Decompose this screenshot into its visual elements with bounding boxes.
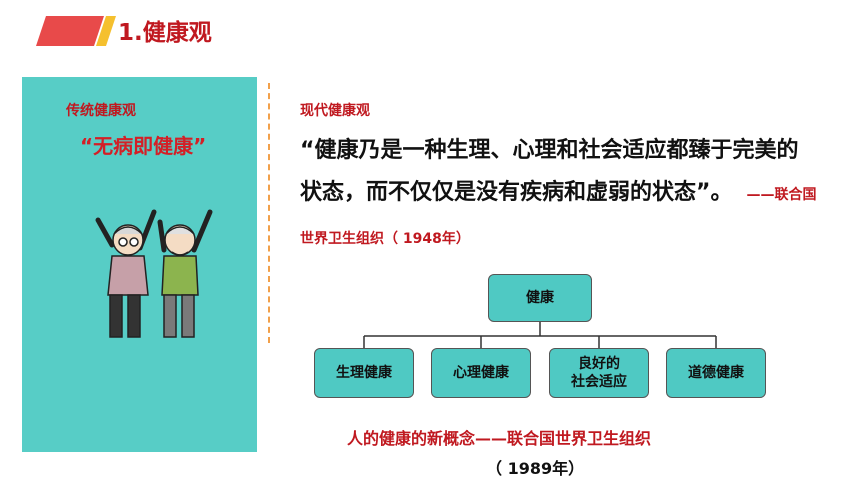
modern-quote: “健康乃是一种生理、心理和社会适应都臻于完美的状态，而不仅仅是没有疾病和虚弱的状… bbox=[300, 130, 820, 260]
modern-source: ——联合国世界卫生组织（ 1948年） bbox=[300, 187, 817, 247]
title-decoration-icon bbox=[36, 16, 116, 46]
tree-node-physical: 生理健康 bbox=[314, 348, 414, 398]
elderly-exercise-illustration bbox=[95, 209, 213, 338]
footer-year: （ 1989年） bbox=[486, 459, 585, 478]
page-title: 1.健康观 bbox=[118, 20, 212, 46]
modern-quote-text: “健康乃是一种生理、心理和社会适应都臻于完美的状态，而不仅仅是没有疾病和虚弱的状… bbox=[300, 138, 799, 205]
modern-label: 现代健康观 bbox=[300, 103, 370, 119]
section-divider bbox=[268, 83, 270, 343]
tree-node-moral: 道德健康 bbox=[666, 348, 766, 398]
tree-node-mental: 心理健康 bbox=[431, 348, 531, 398]
tree-root-health: 健康 bbox=[488, 274, 592, 322]
footer-concept: 人的健康的新概念——联合国世界卫生组织 bbox=[347, 429, 652, 448]
traditional-quote: “无病即健康” bbox=[80, 134, 207, 158]
tree-node-social: 良好的 社会适应 bbox=[549, 348, 649, 398]
traditional-label: 传统健康观 bbox=[66, 103, 136, 119]
